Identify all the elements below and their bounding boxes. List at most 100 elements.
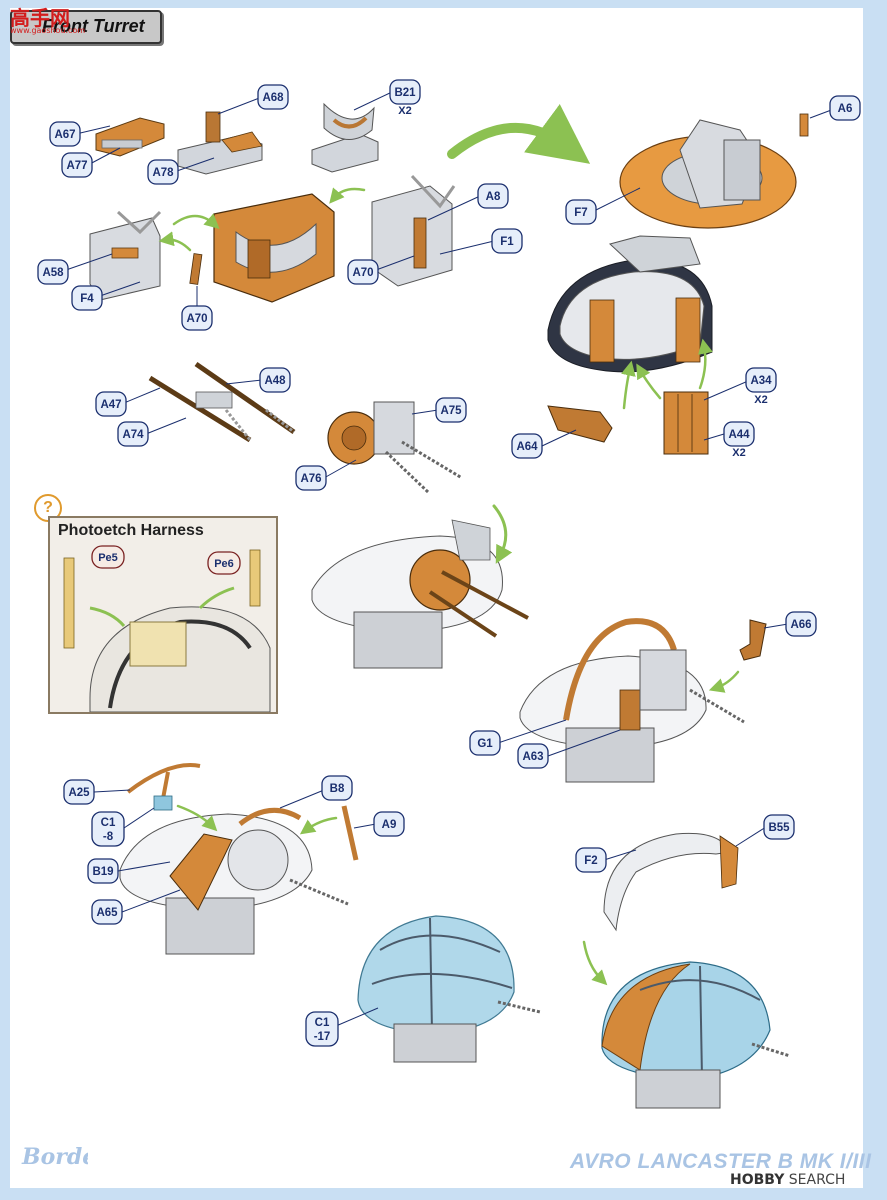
svg-text:G1: G1: [477, 738, 493, 750]
svg-text:F7: F7: [574, 207, 587, 219]
subassembly-b19: [119, 807, 349, 955]
subassembly-mount: [213, 193, 335, 303]
svg-text:-17: -17: [314, 1031, 331, 1043]
label-b21-qty: X2: [398, 105, 411, 117]
section-title-tab: Front Turret: [10, 10, 162, 44]
label-a66: A66: [785, 611, 817, 637]
svg-text:A67: A67: [54, 129, 75, 141]
svg-text:A77: A77: [66, 160, 87, 172]
svg-text:A9: A9: [382, 819, 397, 831]
label-a58: A58: [37, 259, 69, 285]
svg-text:B8: B8: [330, 783, 345, 795]
arrow-a70: [158, 231, 192, 252]
svg-text:F2: F2: [584, 855, 597, 867]
svg-text:A64: A64: [516, 441, 538, 453]
label-b21: B21: [389, 79, 421, 105]
svg-text:A66: A66: [790, 619, 811, 631]
svg-text:A70: A70: [352, 267, 373, 279]
svg-text:A8: A8: [486, 191, 501, 203]
label-a76: A76: [295, 465, 327, 491]
site-logo: 高手网 www.gaoshou.com: [4, 2, 85, 42]
svg-text:-8: -8: [103, 831, 114, 843]
label-a47: A47: [95, 391, 127, 417]
leader-lines: [65, 91, 835, 1027]
svg-text:A68: A68: [262, 92, 284, 104]
photoetch-inset: Photoetch Harness Pe5 Pe6: [48, 516, 278, 714]
brand-logo: Border: [18, 1138, 109, 1182]
label-a68: A68: [257, 84, 289, 110]
label-a34: A34: [745, 367, 777, 393]
subassembly-final-canopy: [601, 961, 791, 1109]
svg-text:A70: A70: [186, 313, 207, 325]
part-a64: [547, 405, 613, 443]
label-f7: F7: [565, 199, 597, 225]
label-a6: A6: [829, 95, 861, 121]
svg-text:A34: A34: [750, 375, 772, 387]
inset-title: Photoetch Harness: [58, 522, 204, 539]
arrow-a66: [708, 670, 740, 693]
svg-text:A44: A44: [728, 429, 750, 441]
label-c1-17: C1-17: [305, 1011, 339, 1047]
label-b19: B19: [87, 858, 119, 884]
arrow-a34-left: [636, 363, 662, 400]
label-f4: F4: [71, 285, 103, 311]
arrow-a70-f1: [329, 187, 366, 204]
arrow-a34-right: [698, 338, 713, 390]
subassembly-g1: [519, 618, 745, 783]
inset-illustration: Pe5 Pe6: [63, 545, 271, 712]
label-g1: G1: [469, 730, 501, 756]
part-guns-a47-a48: [148, 361, 296, 443]
arrow-a25: [176, 804, 218, 832]
kit-title: AVRO LANCASTER B MK I/III: [570, 1150, 872, 1173]
svg-text:F1: F1: [500, 236, 514, 248]
part-a67-a77: [95, 117, 165, 157]
svg-text:Border: Border: [21, 1144, 88, 1170]
label-b55: B55: [763, 814, 795, 840]
svg-text:Pe6: Pe6: [214, 558, 234, 570]
label-a8: A8: [477, 183, 509, 209]
svg-text:A47: A47: [100, 399, 121, 411]
part-a25-c1: [126, 763, 201, 811]
part-a68-a78: [177, 111, 263, 175]
label-pe6: Pe6: [207, 551, 241, 575]
label-a64: A64: [511, 433, 543, 459]
arrow-a64: [621, 360, 636, 410]
part-a66: [739, 619, 767, 661]
subassembly-canopy: [357, 915, 541, 1063]
svg-text:C1: C1: [315, 1017, 330, 1029]
svg-text:B21: B21: [394, 87, 416, 99]
part-f2-b55: [603, 832, 739, 932]
label-a44: A44: [723, 421, 755, 447]
label-a74: A74: [117, 421, 149, 447]
label-a75: A75: [435, 397, 467, 423]
part-a8-f1-a70: [371, 174, 456, 287]
label-a78: A78: [147, 159, 179, 185]
svg-text:Pe5: Pe5: [98, 552, 118, 564]
watermark: HOBBY SEARCH: [730, 1172, 845, 1188]
label-a44-qty: X2: [732, 447, 745, 459]
label-pe5: Pe5: [91, 545, 125, 569]
svg-text:A65: A65: [96, 907, 118, 919]
subassembly-f7: [619, 113, 809, 229]
site-logo-url: www.gaoshou.com: [10, 26, 86, 35]
assembly-arrows: [158, 104, 740, 986]
svg-text:A78: A78: [152, 167, 174, 179]
site-logo-text: 高手网: [10, 6, 70, 30]
part-f4-a58: [89, 210, 162, 301]
label-a70-mid: A70: [181, 305, 213, 331]
arrow-down: [492, 504, 513, 564]
label-f1: F1: [491, 228, 523, 254]
svg-text:F4: F4: [80, 293, 94, 305]
svg-text:B55: B55: [768, 822, 790, 834]
part-a70-small: [189, 253, 203, 285]
label-a25: A25: [63, 779, 95, 805]
label-a67: A67: [49, 121, 81, 147]
part-a34-a44: [663, 391, 709, 455]
part-labels: A67 A77 A68 A78 B21 X2 A6 F7 A8 F1 A70 A…: [37, 79, 861, 1047]
svg-text:A6: A6: [838, 103, 853, 115]
arrow-a9: [299, 816, 338, 835]
svg-text:A76: A76: [300, 473, 321, 485]
label-a48: A48: [259, 367, 291, 393]
section-title: Front Turret: [42, 16, 145, 36]
label-a65: A65: [91, 899, 123, 925]
